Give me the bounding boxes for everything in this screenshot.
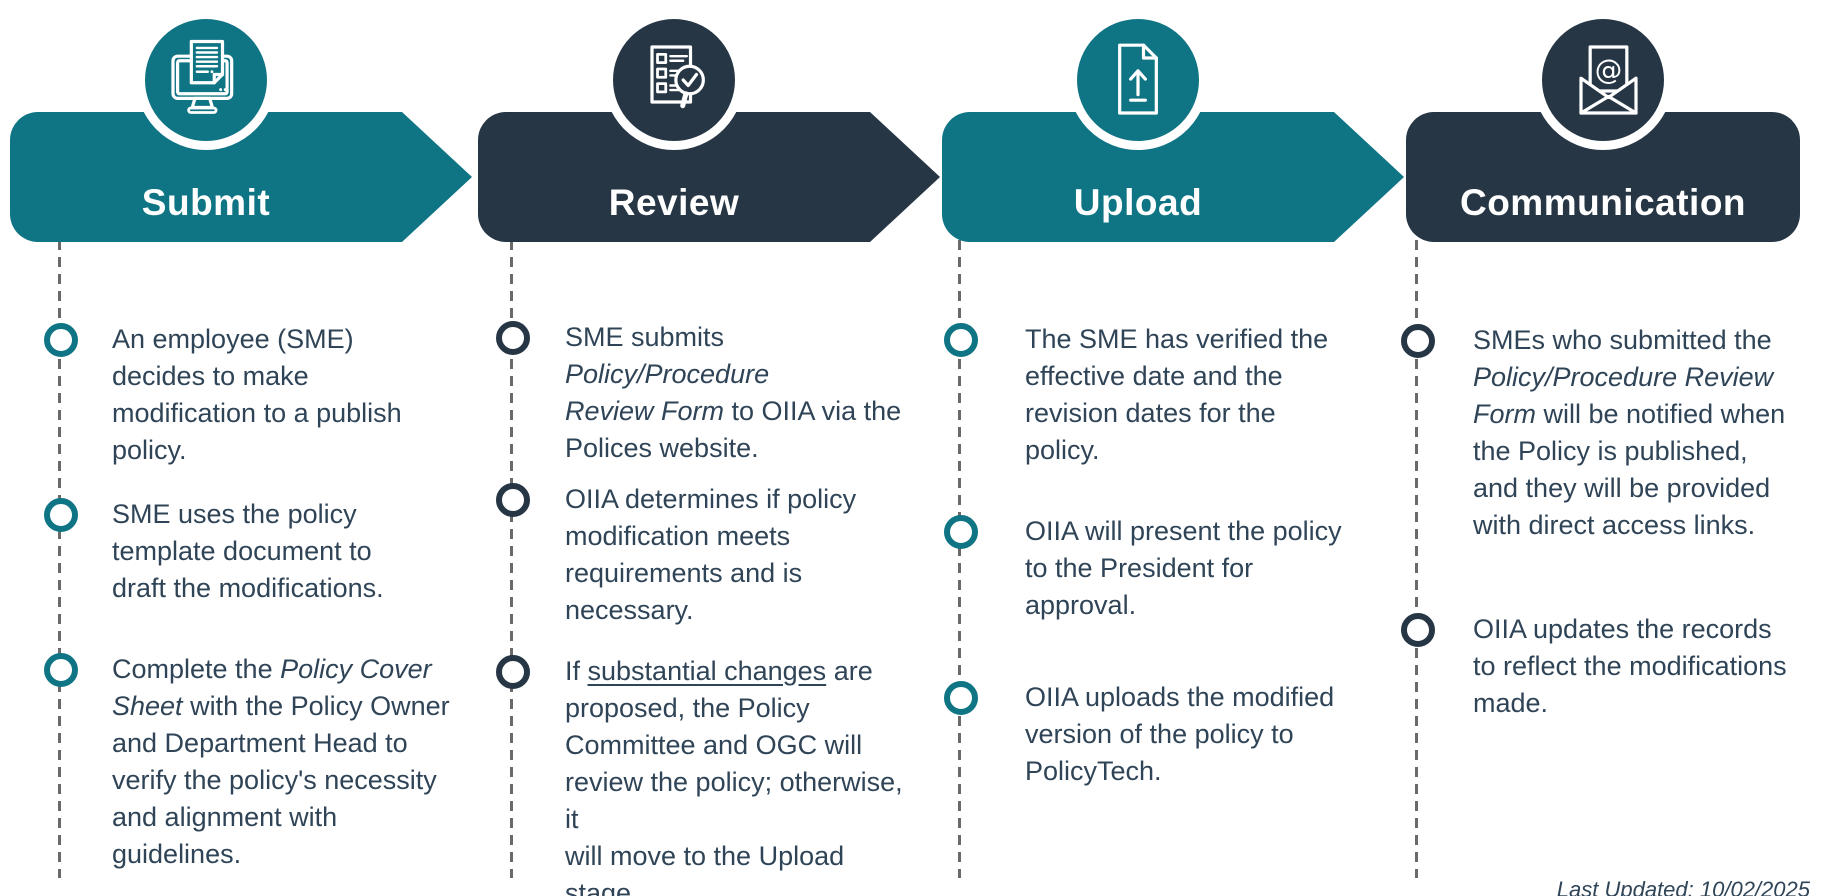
bullet-text: SME submits Policy/Procedure Review Form… (565, 322, 902, 463)
bullet-ring (44, 653, 78, 687)
bullet-ring (496, 483, 530, 517)
bullet-ring (1401, 324, 1435, 358)
stage-title: Submit (141, 182, 271, 223)
svg-text:@: @ (1595, 54, 1623, 86)
last-updated-note: Last Updated: 10/02/2025 (1556, 877, 1810, 896)
timeline-dashed-line (510, 240, 513, 878)
stage-icon-circle: @ (1533, 10, 1673, 150)
bullet-text: SME uses the policy template document to… (112, 499, 384, 603)
stage-title: Upload (1073, 182, 1203, 223)
document-upload-icon (1118, 43, 1158, 115)
bullet-ring (944, 323, 978, 357)
bullet-text: SMEs who submitted the Policy/Procedure … (1473, 325, 1786, 540)
bullet-text: OIIA determines if policy modification m… (565, 484, 857, 625)
bullet-text: OIIA uploads the modified version of the… (1025, 682, 1335, 786)
stage-icon-circle (604, 10, 744, 150)
bullet-text: OIIA will present the policy to the Pres… (1025, 516, 1342, 620)
timeline-dashed-line (958, 240, 961, 878)
bullet-ring (944, 515, 978, 549)
bullet-ring (944, 681, 978, 715)
bullet-ring (44, 498, 78, 532)
bullet-text: The SME has verified the effective date … (1025, 324, 1329, 465)
stage-icon-circle (1068, 10, 1208, 150)
bullet-ring (44, 323, 78, 357)
bullet-text: OIIA updates the records to reflect the … (1473, 614, 1787, 718)
stage-title: Communication (1459, 182, 1747, 223)
bullet-ring (496, 321, 530, 355)
timeline-dashed-line (1415, 240, 1418, 878)
bullet-ring (1401, 613, 1435, 647)
bullet-text: If substantial changes are proposed, the… (565, 656, 903, 896)
stage-icon-circle (136, 10, 276, 150)
bullet-text: An employee (SME) decides to make modifi… (112, 324, 402, 465)
checklist-magnifier-icon (650, 45, 705, 109)
timeline-dashed-line (58, 240, 61, 878)
stage-title: Review (608, 182, 740, 223)
bullet-text: Complete the Policy Cover Sheet with the… (112, 654, 450, 869)
envelope-at-icon: @ (1579, 45, 1638, 115)
monitor-document-icon (171, 39, 234, 114)
bullet-ring (496, 655, 530, 689)
